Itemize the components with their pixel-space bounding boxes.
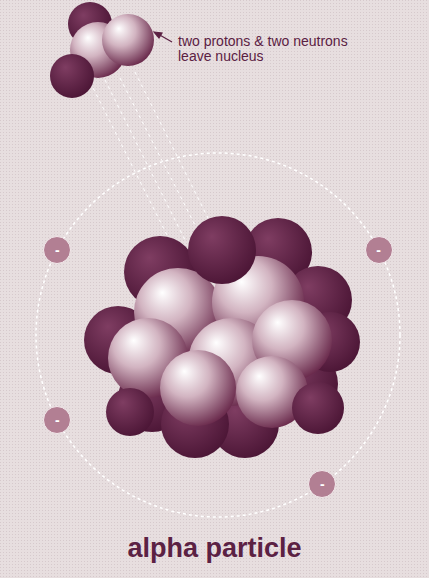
electron-circle: - [365, 236, 393, 264]
electron-charge: - [320, 477, 325, 491]
pointer-arrow [154, 32, 172, 42]
electron-charge: - [376, 243, 381, 257]
alpha-cluster [50, 2, 154, 98]
emission-trail [90, 72, 215, 245]
electron-charge: - [55, 243, 60, 257]
diagram-title: alpha particle [127, 533, 301, 564]
electron-charge: - [55, 413, 60, 427]
nucleus [84, 216, 360, 458]
callout-note: two protons & two neutrons leave nucleus [178, 34, 368, 64]
electron-orbit [36, 153, 400, 517]
electron-circle: - [43, 236, 71, 264]
